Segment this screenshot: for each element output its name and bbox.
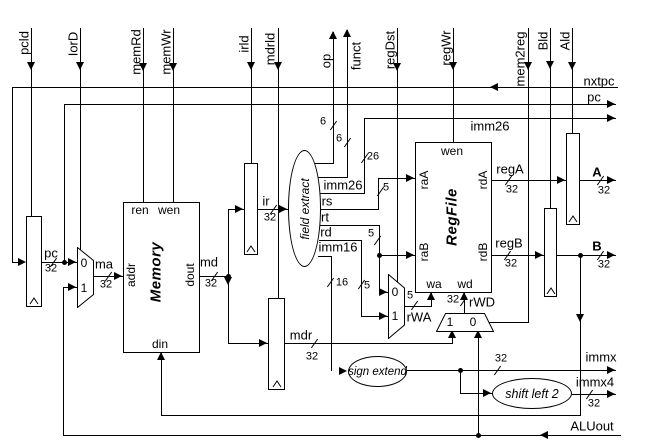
wire-ma: ma — [94, 256, 114, 272]
memory-wen-port: wen — [157, 203, 181, 217]
wire-mdr: mdr — [289, 327, 313, 343]
writedata-mux-input1: 1 — [446, 315, 454, 329]
writedata-mux — [436, 313, 494, 332]
sign-extend-label: sign extend — [348, 365, 407, 378]
memory-title: Memory — [147, 241, 165, 303]
wire-rt: rt — [321, 209, 329, 225]
clock-edge-icon — [29, 297, 39, 305]
bus-aluout: ALUout — [570, 418, 614, 434]
width-32: 32 — [505, 183, 519, 196]
memory-block — [123, 202, 200, 353]
writeaddr-mux — [388, 274, 405, 339]
width-32: 32 — [446, 293, 460, 306]
shift-left-2-label: shift left 2 — [505, 386, 559, 401]
control-mem2reg: mem2reg — [512, 31, 528, 87]
control-ald: Ald — [557, 31, 573, 51]
wire-rd: rd — [320, 224, 332, 240]
memaddr-mux-input1: 1 — [80, 281, 88, 295]
clock-edge-icon — [568, 215, 578, 223]
bus-pc: pc — [587, 89, 601, 105]
memaddr-mux-input0: 0 — [80, 256, 88, 270]
width-5: 5 — [363, 279, 371, 292]
signal-op: op — [318, 53, 334, 69]
memory-addr-port: addr — [124, 262, 138, 288]
ir-register — [244, 163, 258, 255]
width-32: 32 — [504, 257, 518, 270]
memory-dout-port: dout — [183, 263, 197, 287]
pc-register — [26, 216, 42, 307]
mdr-register — [268, 298, 285, 390]
bus-b: B — [592, 238, 602, 254]
wire-pc: pc — [44, 245, 58, 261]
regfile-wa-port: wa — [426, 277, 442, 291]
width-5: 5 — [367, 227, 375, 240]
memory-ren-port: ren — [131, 203, 149, 217]
b-register — [544, 208, 557, 297]
width-26: 26 — [366, 150, 380, 163]
wire-rs: rs — [321, 193, 333, 209]
wire-md: md — [199, 254, 219, 270]
wire-ir: ir — [262, 193, 270, 209]
width-32: 32 — [597, 184, 611, 197]
control-regdst: regDst — [382, 30, 398, 70]
bus-imm26: imm26 — [470, 118, 510, 134]
bus-immx4: immx4 — [575, 374, 615, 390]
width-6: 6 — [335, 132, 343, 145]
control-memwr: memWr — [158, 29, 174, 75]
writeaddr-mux-input1: 1 — [391, 309, 399, 323]
regfile-block — [415, 142, 492, 293]
shift-left-2-unit: shift left 2 — [492, 378, 572, 409]
clock-edge-icon — [272, 380, 281, 388]
wire-rwa: rWA — [406, 309, 432, 325]
sign-extend-unit: sign extend — [348, 356, 407, 387]
bus-nxtpc: nxtpc — [583, 73, 615, 89]
a-register — [566, 133, 580, 225]
width-16: 16 — [335, 276, 349, 289]
memaddr-mux — [77, 247, 94, 308]
bus-a: A — [592, 164, 602, 180]
regfile-raA-port: raA — [417, 170, 431, 190]
regfile-wen-port: wen — [440, 144, 464, 158]
width-32: 32 — [587, 397, 601, 410]
wire-rwd: rWD — [469, 294, 495, 310]
width-32: 32 — [263, 211, 277, 224]
writedata-mux-input0: 0 — [469, 315, 477, 329]
regfile-rdB-port: rdB — [476, 242, 490, 262]
control-pcld: pcld — [16, 31, 32, 55]
control-memrd: memRd — [128, 29, 144, 75]
width-32: 32 — [44, 262, 58, 275]
control-regwr: regWr — [438, 30, 454, 66]
clock-edge-icon — [546, 287, 555, 295]
wire-rega: regA — [496, 161, 524, 177]
width-5: 5 — [406, 289, 414, 302]
regfile-title: RegFile — [443, 188, 461, 246]
regfile-raB-port: raB — [417, 242, 431, 262]
clock-edge-icon — [246, 245, 256, 253]
field-extract-unit: field extract — [288, 150, 321, 267]
width-32: 32 — [597, 258, 611, 271]
regfile-rdA-port: rdA — [476, 170, 490, 190]
signal-funct: funct — [348, 41, 364, 71]
wire-imm16: imm16 — [318, 239, 358, 255]
regfile-wd-port: wd — [457, 277, 473, 291]
width-32: 32 — [204, 277, 218, 290]
control-bld: Bld — [535, 31, 551, 51]
bus-immx: immx — [585, 349, 617, 365]
width-5: 5 — [382, 181, 390, 194]
control-mdrld: mdrld — [262, 32, 278, 66]
control-irld: irld — [236, 35, 252, 53]
width-6: 6 — [319, 115, 327, 128]
width-32: 32 — [99, 278, 113, 291]
writeaddr-mux-input0: 0 — [391, 285, 399, 299]
wire-regb: regB — [495, 235, 523, 251]
field-extract-label: field extract — [297, 177, 312, 240]
control-iord: IorD — [65, 31, 81, 57]
memory-din-port: din — [151, 337, 169, 351]
width-32: 32 — [305, 350, 319, 363]
wire-imm26: imm26 — [323, 177, 363, 193]
width-32: 32 — [494, 352, 508, 365]
